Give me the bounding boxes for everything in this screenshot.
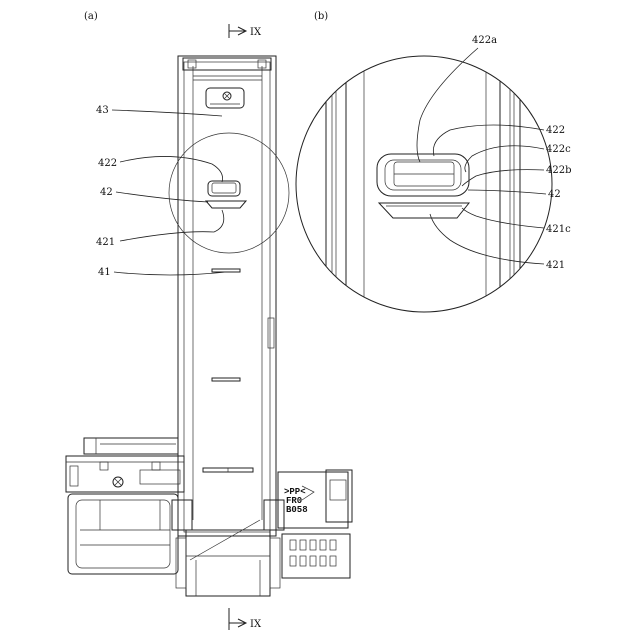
section-mark-bottom-label: IX: [250, 619, 262, 630]
label-42-detail: 42: [548, 189, 561, 200]
main-column: [178, 56, 276, 536]
part-43: [206, 88, 244, 108]
part-42: [208, 181, 240, 196]
label-422-detail: 422: [546, 125, 565, 136]
panel-a-annotations: 43 422 42 421 41: [96, 105, 226, 278]
right-connector: >PP< FR0 B058: [278, 470, 352, 578]
left-assembly: [66, 438, 184, 574]
section-mark-bottom: IX: [229, 608, 262, 630]
part-421: [206, 201, 246, 208]
section-mark-top: IX: [229, 24, 262, 38]
label-421c: 421c: [546, 224, 571, 235]
section-mark-top-label: IX: [250, 27, 262, 38]
label-422: 422: [98, 158, 117, 169]
label-41: 41: [98, 267, 111, 278]
label-422b: 422b: [546, 165, 572, 176]
panel-a-label: (a): [84, 11, 98, 22]
base-assembly: [172, 500, 284, 596]
label-422c: 422c: [546, 144, 571, 155]
panel-b-annotations: 422a 422 422c 422b 42 421c 421: [417, 35, 572, 271]
slots: [203, 269, 253, 472]
part-421-detail: [379, 203, 469, 218]
label-43: 43: [96, 105, 109, 116]
panel-b-label: (b): [314, 11, 328, 22]
label-421: 421: [96, 237, 115, 248]
detail-view: [296, 56, 552, 312]
part-marking-line3: B058: [286, 505, 308, 515]
label-421-detail: 421: [546, 260, 565, 271]
label-422a: 422a: [472, 35, 497, 46]
label-42: 42: [100, 187, 113, 198]
